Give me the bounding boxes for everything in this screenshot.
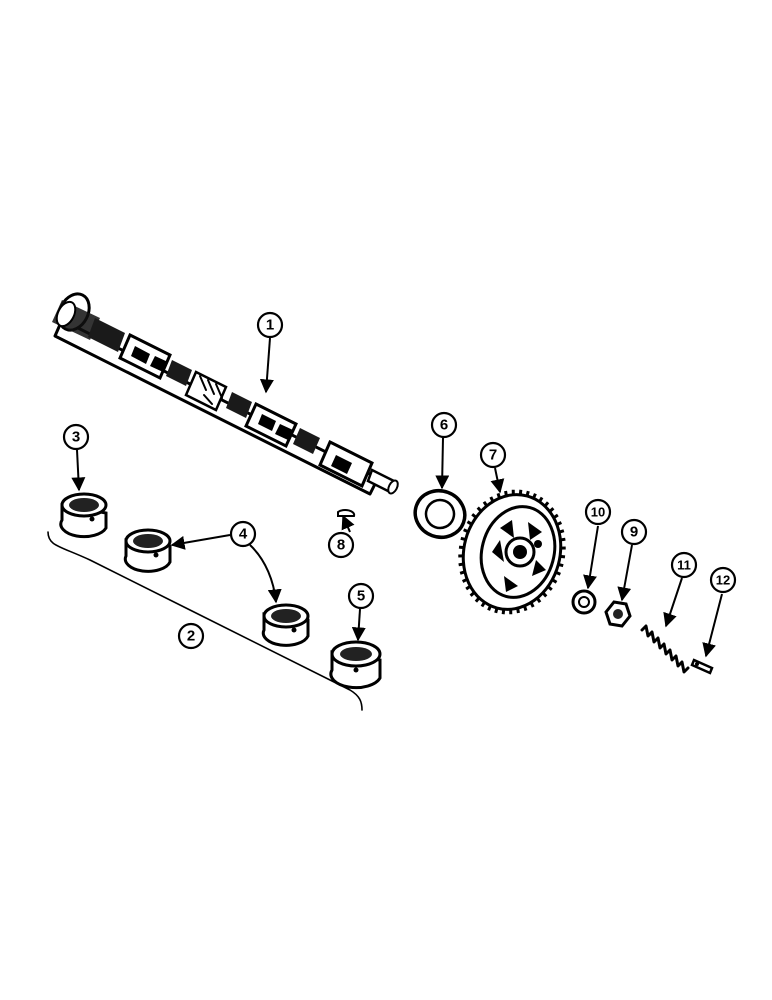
gear-tooth [459,570,466,575]
gear-tooth [496,492,501,499]
gear-tooth [458,545,465,550]
pin [690,658,714,675]
gear-tooth [523,605,528,612]
callout-2-label: 2 [187,628,195,645]
gear-tooth [461,577,468,583]
gear-tooth [552,513,559,520]
gear-tooth [548,507,555,513]
lock-washer [571,589,597,615]
leader-8 [341,514,355,533]
callout-2: 2 [177,622,205,650]
leader-3 [71,449,86,492]
spring [640,624,690,674]
callout-12-label: 12 [716,573,730,588]
callout-7: 7 [479,441,507,469]
leader-11 [663,577,683,628]
gear-tooth [538,496,544,503]
leader-1 [259,337,274,394]
gear-tooth [471,513,478,519]
camshaft-gear [458,489,566,615]
bushing-4-upper [123,528,172,573]
callout-8-label: 8 [337,537,345,554]
gear-tooth [525,490,530,497]
gear-tooth [476,506,483,513]
bushing-3 [59,492,108,539]
gear-tooth [543,501,550,508]
callout-5-label: 5 [357,588,365,605]
gear-tooth [460,536,467,542]
gear-tooth [482,500,489,507]
callout-6-label: 6 [440,417,448,434]
callout-4: 4 [229,520,257,548]
leader-12 [702,593,723,658]
gear-tooth [532,493,537,499]
callout-9: 9 [620,518,648,546]
thrust-washer [413,489,467,539]
leader-4a [170,534,231,550]
callout-6: 6 [430,411,458,439]
callout-7-label: 7 [489,447,497,464]
gear-tooth [556,521,563,527]
callout-1-label: 1 [266,317,274,334]
callout-1: 1 [256,311,284,339]
gear-tooth [551,578,558,584]
woodruff-key [337,509,356,517]
gear-tooth [529,601,535,608]
gear-tooth [469,591,476,597]
callout-11-label: 11 [677,558,691,573]
leader-4b [249,544,282,604]
gear-tooth [558,529,565,534]
hex-nut [604,600,632,628]
bushing-5 [329,640,382,690]
gear-tooth [487,605,492,611]
gear-tooth [518,489,523,495]
camshaft [52,292,399,496]
bushing-set-bracket [47,531,363,711]
callout-9-label: 9 [630,524,638,541]
callout-11: 11 [670,551,698,579]
gear-tooth [463,528,469,534]
leader-7 [490,467,505,494]
gear-tooth [474,596,481,603]
callout-10-label: 10 [591,505,605,520]
gear-tooth [465,584,472,591]
gear-tooth [501,609,506,615]
leader-6 [435,437,450,490]
gear-tooth [535,597,542,604]
callout-4-label: 4 [239,526,248,543]
gear-tooth [557,562,564,568]
leader-9 [617,544,633,602]
callout-10: 10 [584,498,612,526]
callout-3: 3 [62,423,90,451]
gear-tooth [466,520,473,526]
gear-tooth [458,562,464,567]
gear-tooth [504,490,508,497]
callout-8: 8 [327,531,355,559]
gear-tooth [516,607,520,614]
gear-tooth [560,537,566,542]
callout-5: 5 [347,582,375,610]
gear-tooth [480,601,486,608]
gear-tooth [559,554,566,559]
bushing-4-lower [261,603,310,647]
gear-tooth [494,607,499,614]
callout-12: 12 [709,566,737,594]
gear-tooth [555,570,561,576]
callout-3-label: 3 [72,429,80,446]
gear-tooth [489,496,495,503]
leader-10 [583,525,599,590]
gear-tooth [541,591,548,598]
leader-5 [351,608,366,642]
gear-tooth [546,585,553,591]
